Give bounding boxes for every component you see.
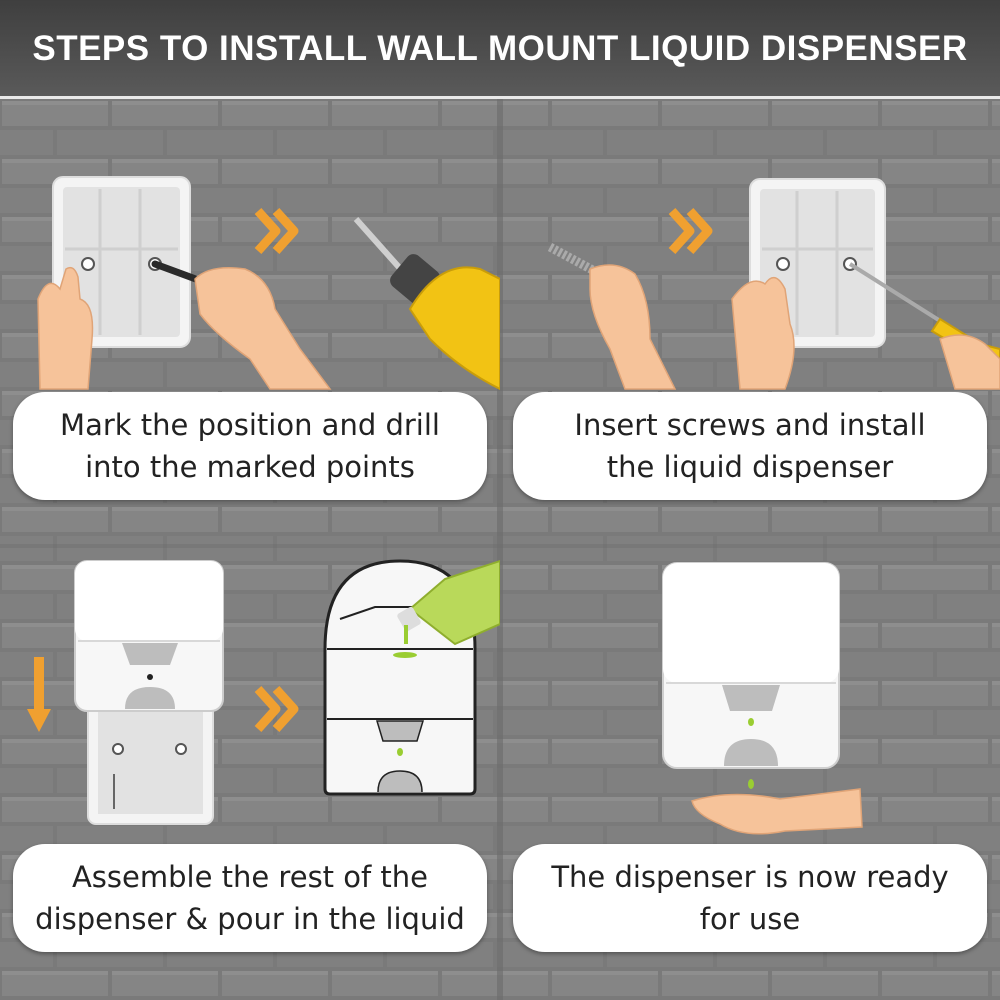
hand-holding-screw-icon — [589, 264, 677, 390]
header-banner — [0, 0, 1000, 97]
dispenser-cover — [74, 560, 224, 712]
step-1-panel: Mark the position and drill into the mar… — [0, 99, 500, 549]
chevron-arrow-icon — [254, 207, 299, 255]
step-3-caption-line-2: dispenser & pour in the liquid — [35, 902, 465, 936]
step-4-caption-line-2: for use — [699, 902, 801, 936]
step-3-illustration — [27, 559, 500, 825]
left-hand-icon — [37, 266, 94, 390]
open-palm-icon — [691, 788, 863, 835]
down-arrow-icon — [27, 657, 51, 732]
step-1-illustration — [37, 176, 500, 391]
step-1-caption: Mark the position and drill into the mar… — [13, 392, 487, 500]
step-2-illustration — [547, 178, 1000, 390]
header-divider — [0, 96, 1000, 99]
step-3-caption-line-1: Assemble the rest of the — [71, 860, 429, 894]
liquid-bottle-icon — [397, 559, 500, 646]
step-2-caption-line-1: Insert screws and install — [574, 408, 926, 442]
hand-holding-plate-icon — [731, 276, 795, 390]
step-4-caption-line-1: The dispenser is now ready — [551, 860, 949, 894]
step-4-illustration — [662, 562, 863, 835]
chevron-arrow-icon — [668, 207, 713, 255]
step-4-panel: The dispenser is now ready for use — [500, 549, 1000, 999]
wall-plate — [87, 693, 214, 825]
step-1-caption-line-1: Mark the position and drill — [60, 408, 440, 442]
step-3-panel: Assemble the rest of the dispenser & pou… — [0, 549, 500, 999]
step-3-caption: Assemble the rest of the dispenser & pou… — [13, 844, 487, 952]
step-4-caption: The dispenser is now ready for use — [513, 844, 987, 952]
step-2-panel: Insert screws and install the liquid dis… — [500, 99, 1000, 549]
liquid-dispenser — [662, 562, 840, 789]
screwdriver-icon — [848, 262, 1000, 390]
step-2-caption-line-2: the liquid dispenser — [606, 450, 894, 484]
right-hand-icon — [194, 267, 332, 390]
step-1-caption-line-2: into the marked points — [85, 450, 415, 484]
wall-plate — [52, 176, 191, 348]
step-2-caption: Insert screws and install the liquid dis… — [513, 392, 987, 500]
page-title: STEPS TO INSTALL WALL MOUNT LIQUID DISPE… — [32, 29, 968, 68]
drill-icon — [353, 217, 500, 391]
chevron-arrow-icon — [254, 685, 299, 733]
